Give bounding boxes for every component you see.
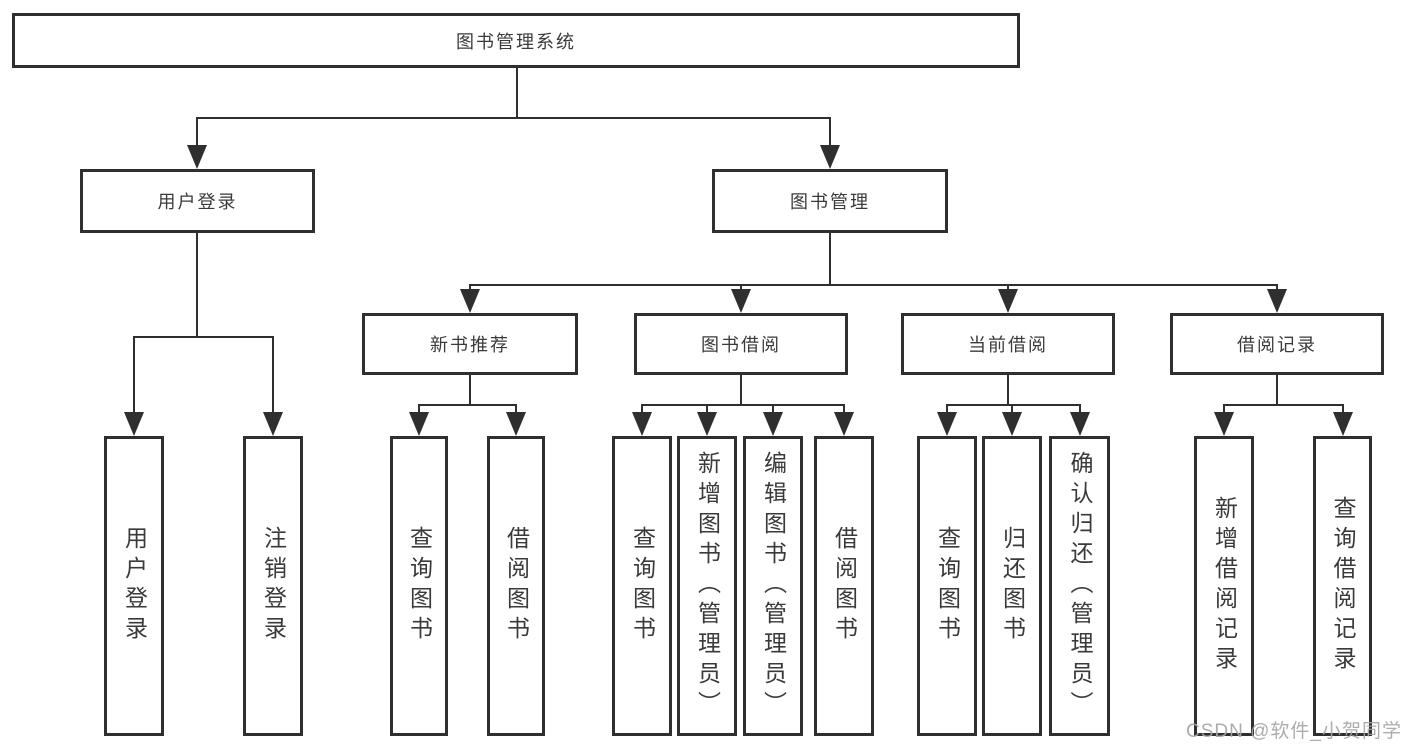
node-label: 查询图书 [934, 526, 961, 646]
node-label: 借阅图书 [831, 526, 858, 646]
node-current-borrowing: 当前借阅 [901, 313, 1115, 375]
arrow-down-icon [632, 412, 652, 436]
arrow-down-icon [763, 412, 783, 436]
connector-line [469, 284, 1277, 286]
connector-line [1276, 375, 1278, 406]
arrow-down-icon [820, 145, 840, 169]
connector-line [515, 404, 517, 416]
connector-line [469, 375, 471, 406]
connector-line [516, 68, 518, 118]
node-label: 注销登录 [260, 526, 287, 646]
leaf-confirm-return-admin: 确认归还（管理员） [1049, 436, 1110, 736]
connector-line [418, 404, 517, 406]
connector-line [133, 336, 135, 416]
node-label: 编辑图书（管理员） [760, 451, 787, 721]
node-label: 图书管理 [790, 192, 870, 212]
leaf-query-borrow-record: 查询借阅记录 [1313, 436, 1372, 736]
node-label: 确认归还（管理员） [1067, 451, 1093, 721]
leaf-logout: 注销登录 [243, 436, 303, 736]
connector-line [946, 404, 1080, 406]
node-label: 借阅记录 [1237, 335, 1317, 355]
node-book-management: 图书管理 [712, 169, 948, 233]
arrow-down-icon [834, 412, 854, 436]
arrow-down-icon [460, 289, 480, 313]
leaf-return-books: 归还图书 [982, 436, 1042, 736]
arrow-down-icon [124, 412, 144, 436]
node-label: 借阅图书 [503, 526, 530, 646]
connector-line [196, 117, 198, 149]
connector-line [1079, 404, 1081, 416]
connector-line [829, 117, 831, 149]
connector-line [1011, 404, 1013, 416]
leaf-add-borrow-record: 新增借阅记录 [1194, 436, 1254, 736]
node-library-system: 图书管理系统 [12, 13, 1020, 68]
arrow-down-icon [409, 412, 429, 436]
node-book-borrowing: 图书借阅 [634, 313, 848, 375]
csdn-watermark: CSDN @软件_小贺同学 [1186, 721, 1402, 742]
leaf-user-login: 用户登录 [104, 436, 164, 736]
connector-line [740, 375, 742, 406]
node-user-login: 用户登录 [80, 169, 315, 233]
connector-line [772, 404, 774, 416]
connector-line [843, 404, 845, 416]
node-label: 图书管理系统 [456, 31, 576, 52]
arrow-down-icon [697, 412, 717, 436]
connector-line [469, 284, 471, 292]
connector-line [1342, 404, 1344, 416]
connector-line [272, 336, 274, 416]
connector-line [1276, 284, 1278, 292]
node-borrowing-records: 借阅记录 [1170, 313, 1384, 375]
arrow-down-icon [1333, 412, 1353, 436]
node-label: 查询图书 [629, 526, 656, 646]
leaf-borrow-books: 借阅图书 [814, 436, 874, 736]
node-label: 用户登录 [121, 526, 148, 646]
arrow-down-icon [998, 289, 1018, 313]
connector-line [196, 117, 831, 119]
node-label: 归还图书 [999, 526, 1026, 646]
arrow-down-icon [1002, 412, 1022, 436]
node-new-book-recommendation: 新书推荐 [362, 313, 578, 375]
arrow-down-icon [937, 412, 957, 436]
connector-line [1223, 404, 1344, 406]
leaf-query-books-current: 查询图书 [917, 436, 977, 736]
leaf-borrow-books-recommend: 借阅图书 [487, 436, 545, 736]
connector-line [418, 404, 420, 416]
leaf-edit-books-admin: 编辑图书（管理员） [743, 436, 803, 736]
arrow-down-icon [187, 145, 207, 169]
connector-line [946, 404, 948, 416]
node-label: 新增借阅记录 [1211, 496, 1238, 676]
node-label: 查询借阅记录 [1330, 496, 1356, 676]
leaf-add-books-admin: 新增图书（管理员） [677, 436, 737, 736]
arrow-down-icon [506, 412, 526, 436]
arrow-down-icon [1214, 412, 1234, 436]
leaf-query-books-recommend: 查询图书 [390, 436, 448, 736]
node-label: 当前借阅 [968, 335, 1048, 355]
connector-line [641, 404, 643, 416]
arrow-down-icon [1267, 289, 1287, 313]
connector-line [1223, 404, 1225, 416]
connector-line [1007, 284, 1009, 292]
leaf-query-books-borrowing: 查询图书 [612, 436, 672, 736]
node-label: 图书借阅 [701, 335, 781, 355]
arrow-down-icon [1070, 412, 1090, 436]
connector-line [829, 233, 831, 285]
arrow-down-icon [263, 412, 283, 436]
connector-line [641, 404, 844, 406]
node-label: 新书推荐 [430, 335, 510, 355]
connector-line [133, 336, 274, 338]
connector-line [706, 404, 708, 416]
connector-line [196, 233, 198, 338]
arrow-down-icon [731, 289, 751, 313]
node-label: 新增图书（管理员） [694, 451, 721, 721]
connector-line [740, 284, 742, 292]
connector-line [1007, 375, 1009, 406]
node-label: 用户登录 [157, 192, 238, 212]
node-label: 查询图书 [406, 526, 433, 646]
